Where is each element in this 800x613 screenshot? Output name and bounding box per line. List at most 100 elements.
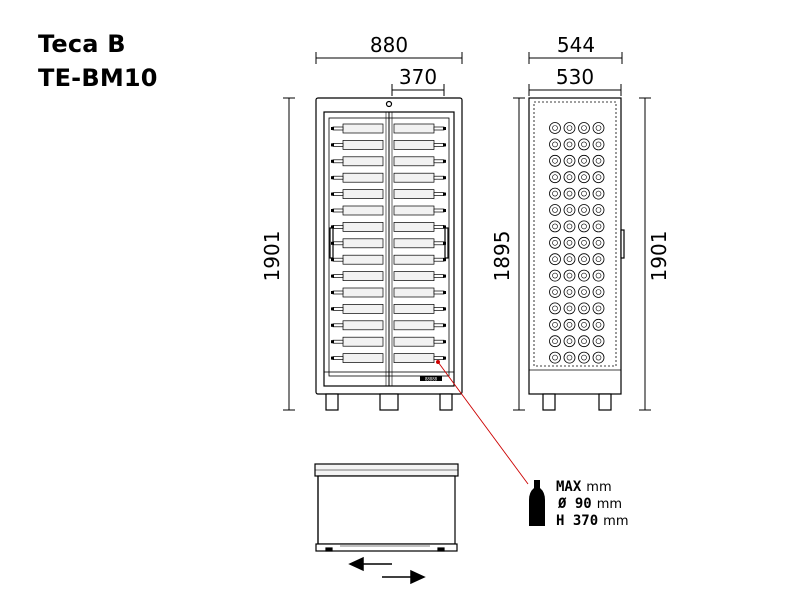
side-bottle-neck bbox=[581, 125, 587, 131]
side-bottle-end bbox=[592, 236, 605, 249]
side-bottle-neck bbox=[566, 174, 573, 180]
side-bottle-end bbox=[549, 335, 561, 348]
side-bottle-neck bbox=[581, 305, 587, 312]
side-bottle-neck bbox=[595, 240, 602, 246]
side-bottle-neck bbox=[552, 272, 558, 279]
leader-point bbox=[436, 360, 440, 364]
side-bottle-end bbox=[563, 253, 576, 266]
side-bottle-neck bbox=[595, 207, 602, 213]
front-width-label: 880 bbox=[370, 33, 408, 57]
side-bottle-end bbox=[549, 187, 561, 200]
front-bottle bbox=[331, 205, 384, 216]
side-bottle-end bbox=[578, 318, 590, 331]
side-bottle-end bbox=[592, 318, 605, 331]
front-bottle bbox=[393, 123, 446, 134]
side-bottle-neck bbox=[595, 305, 602, 312]
side-bottle-end bbox=[578, 138, 590, 151]
side-bottle-grid bbox=[549, 122, 605, 364]
side-bottle-end bbox=[549, 220, 561, 233]
control-display bbox=[420, 376, 442, 381]
front-view bbox=[315, 97, 463, 411]
side-bottle-end bbox=[549, 253, 561, 266]
sliding-arrows bbox=[348, 556, 426, 585]
side-bottle-end bbox=[563, 335, 576, 348]
front-bottle bbox=[331, 140, 384, 150]
side-bottle-end bbox=[563, 318, 576, 331]
side-bottle-end bbox=[549, 171, 561, 184]
front-bottle bbox=[393, 271, 446, 281]
dimension-side-inner-height bbox=[513, 97, 525, 411]
front-bottle bbox=[393, 222, 446, 232]
front-bottle bbox=[393, 287, 446, 298]
side-bottle-end bbox=[563, 187, 576, 200]
product-model: TE-BM10 bbox=[38, 64, 158, 92]
side-bottle-end bbox=[578, 220, 590, 233]
dimension-front-height bbox=[283, 97, 295, 411]
side-bottle-neck bbox=[595, 321, 602, 328]
side-bottle-end bbox=[563, 138, 576, 151]
front-bottle bbox=[393, 156, 446, 167]
side-bottle-neck bbox=[566, 289, 573, 295]
side-bottle-neck bbox=[581, 354, 587, 361]
side-bottle-neck bbox=[566, 305, 573, 312]
product-name: Teca B bbox=[38, 30, 126, 58]
front-height-label: 1901 bbox=[260, 231, 284, 282]
dimension-front-width bbox=[315, 52, 463, 64]
side-bottle-end bbox=[592, 351, 605, 364]
front-bottle bbox=[393, 320, 446, 331]
front-bottle bbox=[331, 287, 384, 298]
side-bottle-end bbox=[549, 318, 561, 331]
side-bottle-end bbox=[578, 122, 590, 134]
side-bottle-neck bbox=[566, 190, 573, 197]
side-bottle-neck bbox=[566, 207, 573, 213]
side-bottle-end bbox=[592, 253, 605, 266]
side-bottle-end bbox=[592, 138, 605, 151]
side-bottle-neck bbox=[566, 158, 573, 164]
side-bottle-neck bbox=[566, 354, 573, 361]
side-bottle-end bbox=[592, 220, 605, 233]
side-bottle-end bbox=[563, 302, 576, 315]
front-bottle bbox=[393, 254, 446, 265]
inner-width-label: 370 bbox=[399, 65, 437, 89]
dimension-inner-width bbox=[391, 84, 445, 96]
dimension-side-inner-depth bbox=[528, 84, 622, 96]
side-bottle-neck bbox=[552, 338, 558, 345]
side-bottle-end bbox=[592, 335, 605, 348]
side-bottle-end bbox=[563, 220, 576, 233]
side-bottle-neck bbox=[581, 223, 587, 230]
side-bottle-end bbox=[563, 154, 576, 167]
side-bottle-end bbox=[592, 302, 605, 315]
front-bottle bbox=[393, 353, 446, 363]
side-bottle-neck bbox=[581, 158, 587, 164]
front-bottle bbox=[331, 320, 384, 331]
front-bottle bbox=[331, 172, 384, 183]
side-bottle-end bbox=[592, 171, 605, 184]
side-inner-depth-label: 530 bbox=[556, 65, 594, 89]
side-bottle-neck bbox=[566, 125, 573, 131]
side-bottle-end bbox=[578, 286, 590, 298]
side-bottle-neck bbox=[566, 141, 573, 148]
side-bottle-end bbox=[592, 286, 605, 298]
side-bottle-neck bbox=[566, 256, 573, 263]
side-bottle-neck bbox=[552, 240, 558, 246]
side-bottle-end bbox=[578, 335, 590, 348]
side-bottle-neck bbox=[581, 256, 587, 263]
side-bottle-neck bbox=[595, 354, 602, 361]
side-bottle-neck bbox=[566, 223, 573, 230]
side-bottle-end bbox=[563, 236, 576, 249]
side-bottle-neck bbox=[581, 289, 587, 295]
side-bottle-end bbox=[549, 351, 561, 364]
front-bottle bbox=[331, 304, 384, 314]
side-bottle-neck bbox=[581, 174, 587, 180]
side-bottle-end bbox=[578, 269, 590, 282]
side-depth-label: 544 bbox=[557, 33, 595, 57]
side-bottle-neck bbox=[581, 338, 587, 345]
side-bottle-end bbox=[578, 204, 590, 216]
side-inner-height-label: 1895 bbox=[490, 231, 514, 282]
side-bottle-neck bbox=[581, 141, 587, 148]
front-bottle bbox=[331, 254, 384, 265]
front-bottle bbox=[393, 189, 446, 199]
side-height-label: 1901 bbox=[647, 231, 671, 282]
